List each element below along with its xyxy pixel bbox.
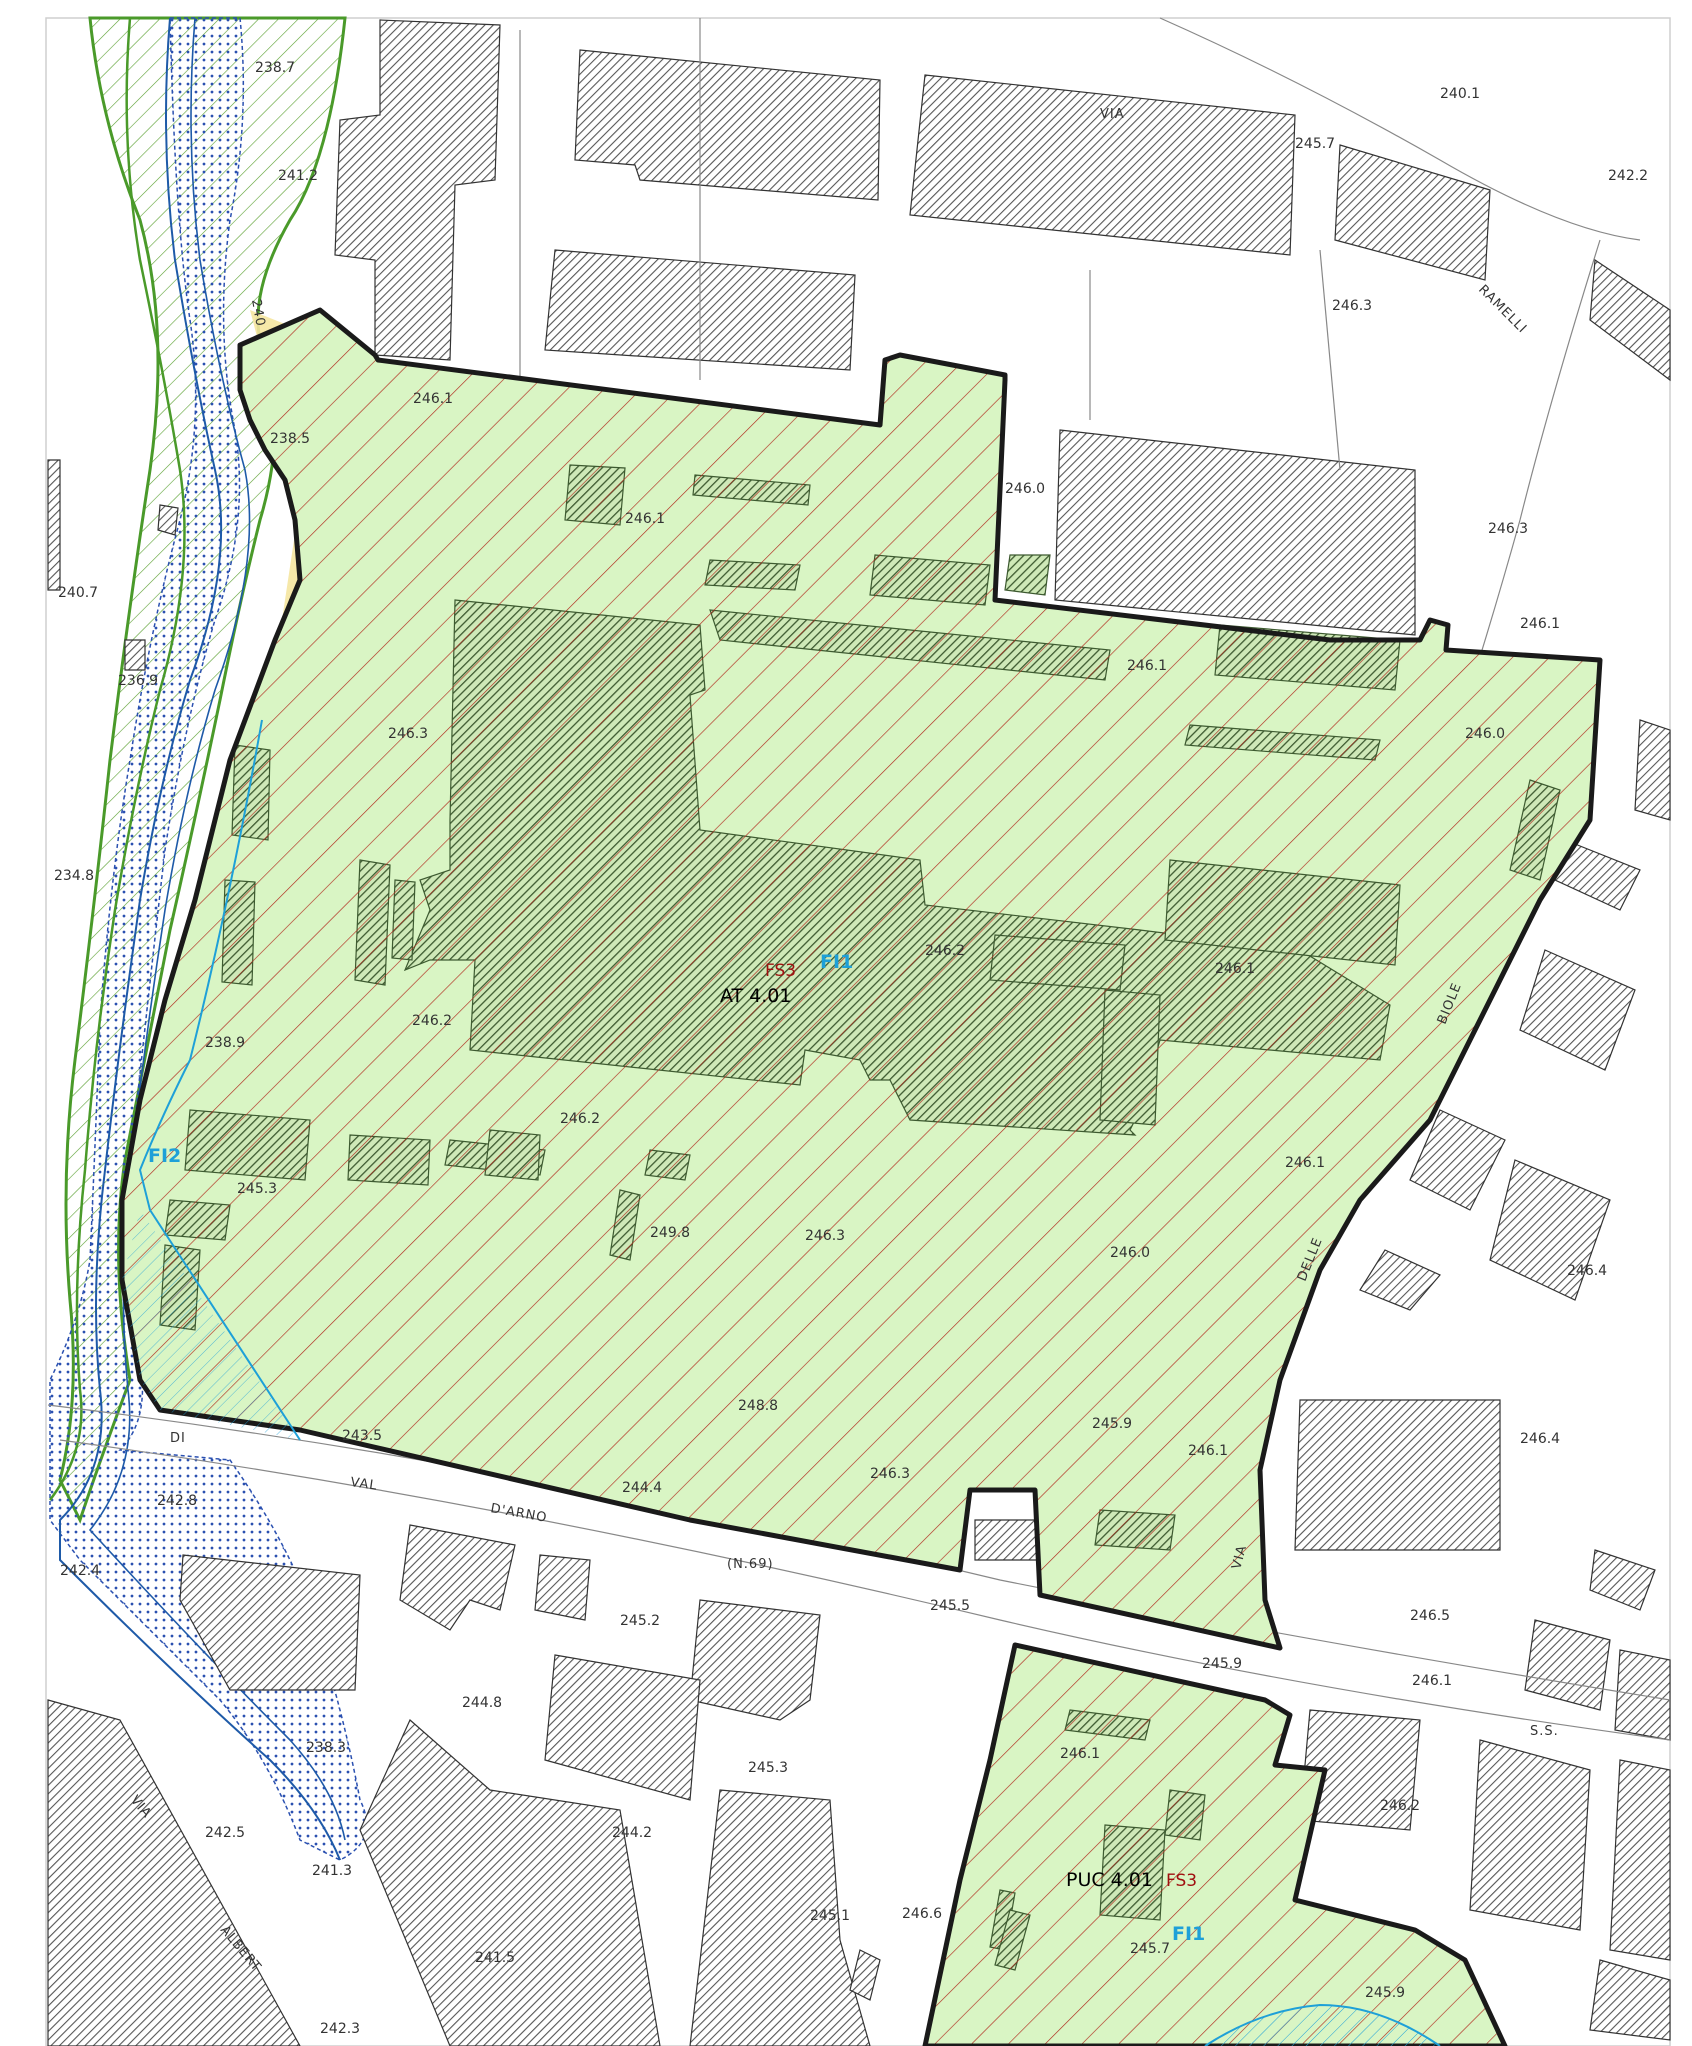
zone-at401-hatch (119, 307, 1603, 1651)
elevation: 245.5 (930, 1598, 970, 1614)
elevation: 240.1 (1440, 86, 1480, 102)
elevation: 246.6 (902, 1906, 942, 1922)
at401-fi-label: FI1 (820, 951, 853, 973)
elevation: 246.3 (388, 726, 428, 742)
fi2-boundary (138, 719, 301, 1441)
street-di: DI (170, 1431, 186, 1446)
elevation: 246.5 (1410, 1608, 1450, 1624)
elevation: 244.2 (612, 1825, 652, 1841)
elevation: 245.7 (1130, 1941, 1170, 1957)
elevation: 246.1 (1412, 1673, 1452, 1689)
elevation: 248.8 (738, 1398, 778, 1414)
elevation: 246.1 (1188, 1443, 1228, 1459)
contour-240: 240 (248, 298, 268, 328)
elevation: 241.3 (312, 1863, 352, 1879)
elevation: 246.1 (413, 391, 453, 407)
elevation: 246.0 (1465, 726, 1505, 742)
elevation: 234.8 (54, 868, 94, 884)
elevation: 246.4 (1520, 1431, 1560, 1447)
puc-cyan-arc (1204, 2003, 1441, 2046)
elevation: 245.1 (810, 1908, 850, 1924)
elevation: 238.3 (306, 1740, 346, 1756)
elevation: 243.5 (342, 1428, 382, 1444)
elevation: 246.1 (1520, 616, 1560, 632)
elevation: 245.9 (1092, 1416, 1132, 1432)
elevation: 244.4 (622, 1480, 662, 1496)
fi2-area (122, 1210, 300, 1440)
elevation: 246.1 (1215, 961, 1255, 977)
elevation: 246.0 (1110, 1245, 1150, 1261)
surrounding-buildings (47, 19, 1671, 2046)
elevation: 246.3 (1488, 521, 1528, 537)
zone-at401 (119, 307, 1603, 1651)
elevation: 242.8 (157, 1493, 197, 1509)
elevation: 241.5 (475, 1950, 515, 1966)
elevation: 238.9 (205, 1035, 245, 1051)
elevation: 246.3 (870, 1466, 910, 1482)
elevation: 242.5 (205, 1825, 245, 1841)
elevation: 238.7 (255, 60, 295, 76)
street-val: VAL (349, 1475, 378, 1494)
zone-puc401-hatch (922, 1642, 1508, 2046)
elevation: 246.2 (925, 943, 965, 959)
elevation: 246.3 (805, 1228, 845, 1244)
zone-puc401 (922, 1642, 1508, 2046)
elevation: 242.3 (320, 2021, 360, 2037)
river-green-line (49, 17, 186, 1501)
elevation: 245.3 (237, 1181, 277, 1197)
street-n69: (N.69) (727, 1557, 774, 1572)
river-line-2 (88, 17, 346, 1841)
elevation: 246.1 (1285, 1155, 1325, 1171)
elevation: 244.8 (462, 1695, 502, 1711)
elevation: 245.2 (620, 1613, 660, 1629)
elevation: 236.9 (118, 673, 158, 689)
street-via-right: VIA (1229, 1543, 1250, 1571)
elevation: 246.1 (625, 511, 665, 527)
elevation: 246.1 (1127, 658, 1167, 674)
elevation: 240.7 (58, 585, 98, 601)
puc401-zone-label: PUC 4.01 (1066, 1869, 1153, 1891)
elevation: 246.1 (1060, 1746, 1100, 1762)
fi2-label: FI2 (148, 1145, 181, 1167)
street-via-top: VIA (1100, 107, 1125, 122)
at401-zone-label: AT 4.01 (720, 985, 791, 1007)
puc401-fi-label: FI1 (1172, 1923, 1205, 1945)
elevation: 246.3 (1332, 298, 1372, 314)
puc401-fs-label: FS3 (1166, 1871, 1197, 1891)
elevation: 245.9 (1202, 1656, 1242, 1672)
elevation: 246.0 (1005, 481, 1045, 497)
elevation: 246.4 (1567, 1263, 1607, 1279)
elevation: 245.9 (1365, 1985, 1405, 2001)
elevation: 241.2 (278, 168, 318, 184)
spot-elevations: 238.7 241.2 240.7 236.9 234.8 238.5 246.… (54, 60, 1648, 2037)
river-line-1 (59, 17, 341, 1861)
elevation: 242.2 (1608, 168, 1648, 184)
elevation: 246.2 (1380, 1798, 1420, 1814)
at401-fs-label: FS3 (765, 961, 796, 981)
elevation: 245.3 (748, 1760, 788, 1776)
elevation: 245.7 (1295, 136, 1335, 152)
elevation: 246.2 (412, 1013, 452, 1029)
elevation: 242.4 (60, 1563, 100, 1579)
elevation: 249.8 (650, 1225, 690, 1241)
elevation: 238.5 (270, 431, 310, 447)
street-ss: S.S. (1530, 1724, 1559, 1739)
elevation: 246.2 (560, 1111, 600, 1127)
